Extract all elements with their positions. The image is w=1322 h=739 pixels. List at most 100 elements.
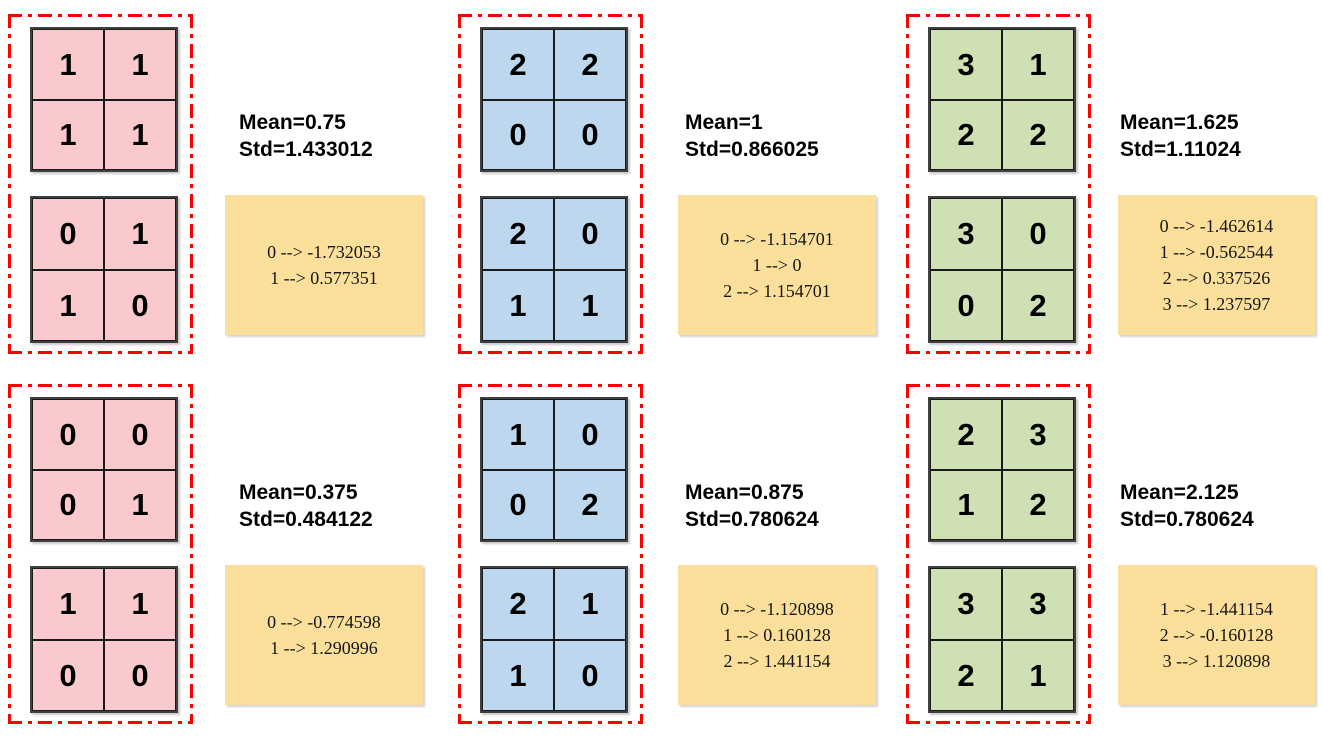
matrix-cell: 3 [1002,399,1074,470]
mean-label: Mean=0.375 [239,481,358,504]
matrix-cell: 0 [32,399,104,470]
mapping-line: 0 --> -0.774598 [267,611,381,632]
mapping-line: 0 --> -1.732053 [267,241,381,262]
mapping-line: 1 --> 0.160128 [723,624,831,645]
matrix-cell: 2 [930,99,1002,170]
matrix-cell: 1 [104,29,176,100]
mean-label: Mean=0.75 [239,111,346,134]
mapping-line: 2 --> -0.160128 [1159,624,1274,645]
mapping-line: 1 --> 0.577351 [270,268,378,288]
matrix-cell: 2 [554,469,626,540]
matrix-cell: 0 [482,469,554,540]
matrix-cell: 1 [32,29,104,100]
matrix-cell: 2 [930,639,1002,711]
matrix-cell: 2 [554,29,626,100]
std-label: Std=1.433012 [239,137,373,161]
matrix-cell: 0 [482,99,554,170]
matrix-cell: 3 [1002,568,1074,640]
matrix-cell: 2 [930,399,1002,470]
matrix-cell: 1 [554,568,626,640]
matrix-cell: 0 [32,469,104,540]
mapping-line: 1 --> -1.441154 [1160,598,1273,619]
matrix-cell: 3 [930,568,1002,640]
matrix-cell: 0 [104,639,176,711]
std-label: Std=0.484122 [239,507,373,531]
matrix-cell: 2 [1002,99,1074,170]
mapping-line: 3 --> 1.237597 [1162,294,1271,315]
std-label: Std=0.780624 [1120,507,1254,531]
matrix-cell: 2 [482,29,554,100]
std-label: Std=0.780624 [685,507,819,531]
matrix-cell: 0 [554,99,626,170]
value-mapping-box: 0 --> -1.154701 1 --> 0 2 --> 1.154701 [678,195,876,335]
matrix-cell: 0 [32,198,104,270]
matrix-cell: 1 [930,469,1002,540]
matrix-cell: 0 [104,269,176,341]
mapping-line: 1 --> 1.290996 [270,638,378,658]
mapping-line: 3 --> 1.120898 [1162,651,1271,672]
matrix-cell: 1 [482,399,554,470]
matrix-cell: 0 [930,269,1002,341]
matrix-cell: 1 [32,568,104,640]
matrix-cell: 1 [104,469,176,540]
matrix-cell: 1 [104,198,176,270]
mapping-line: 1 --> 0 [752,254,802,275]
matrix-cell: 1 [1002,639,1074,711]
std-label: Std=0.866025 [685,137,819,161]
mapping-line: 0 --> -1.154701 [720,228,834,249]
matrix-cell: 3 [930,29,1002,100]
mean-label: Mean=0.875 [685,481,804,504]
matrix-cell: 1 [482,639,554,711]
matrix-cell: 1 [32,99,104,170]
mapping-line: 2 --> 1.441154 [723,651,831,672]
value-mapping-box: 0 --> -1.732053 1 --> 0.577351 [225,195,423,335]
matrix-cell: 2 [482,568,554,640]
value-mapping-box: 0 --> -0.774598 1 --> 1.290996 [225,565,423,705]
matrix-cell: 0 [1002,198,1074,270]
matrix-cell: 1 [104,568,176,640]
matrix-cell: 0 [32,639,104,711]
matrix-cell: 2 [1002,269,1074,341]
mapping-line: 1 --> -0.562544 [1159,241,1274,262]
matrix-cell: 1 [482,269,554,341]
matrix-cell: 1 [554,269,626,341]
mapping-line: 2 --> 1.154701 [723,281,831,302]
value-mapping-box: 1 --> -1.441154 2 --> -0.160128 3 --> 1.12… [1118,565,1315,705]
mean-label: Mean=1.625 [1120,111,1239,134]
matrix-cell: 0 [554,639,626,711]
matrix-cell: 2 [482,198,554,270]
mean-label: Mean=1 [685,111,763,134]
matrix-cell: 2 [1002,469,1074,540]
mean-label: Mean=2.125 [1120,481,1239,504]
matrix-cell: 1 [32,269,104,341]
matrix-cell: 1 [1002,29,1074,100]
matrix-cell: 0 [104,399,176,470]
mapping-line: 2 --> 0.337526 [1162,268,1271,288]
std-label: Std=1.11024 [1120,137,1241,161]
matrix-cell: 3 [930,198,1002,270]
